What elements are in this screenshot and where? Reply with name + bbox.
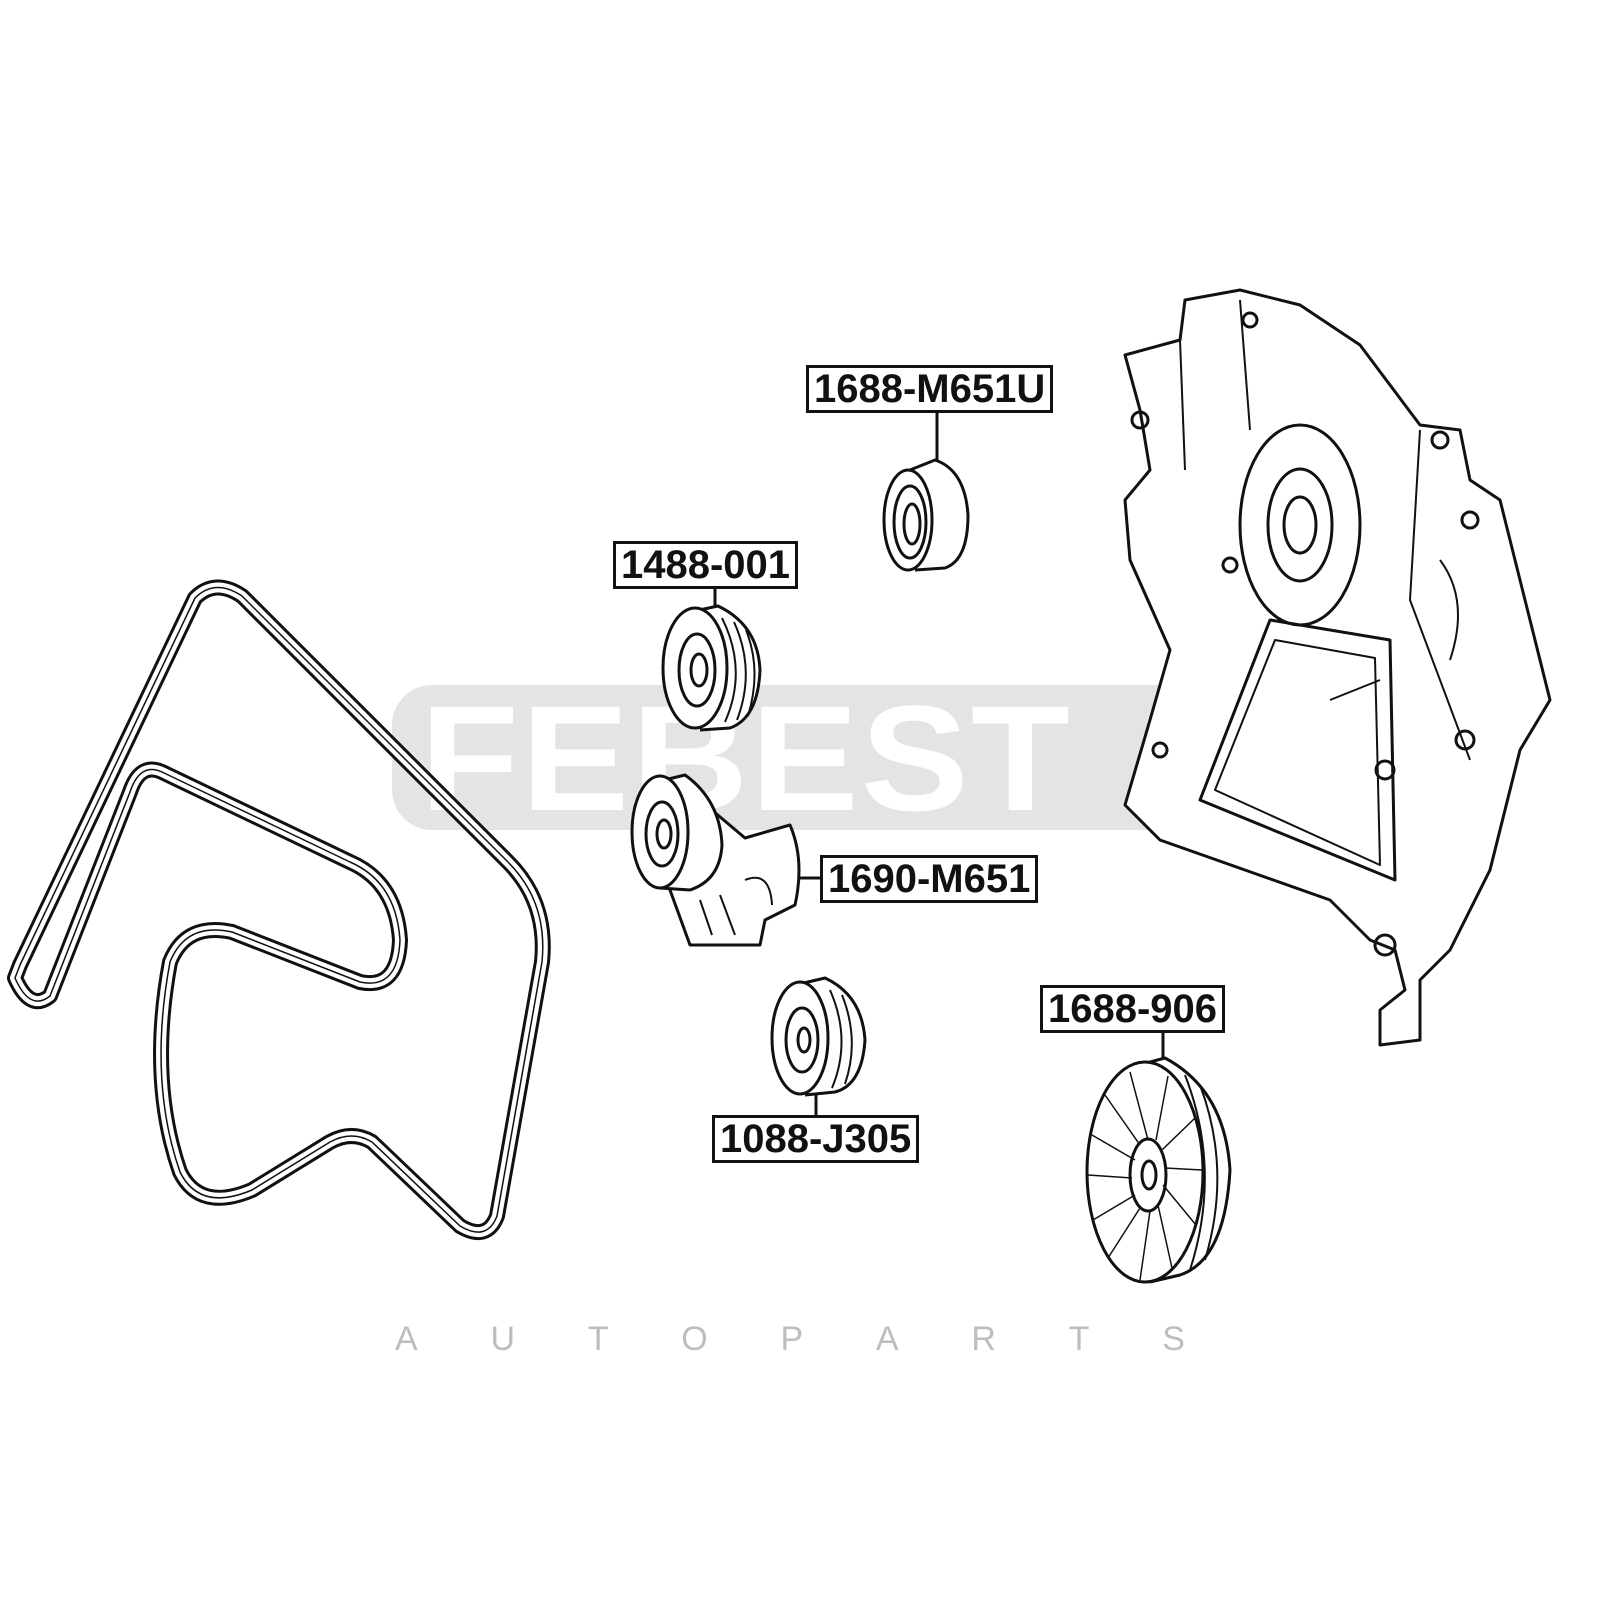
watermark-letter: A (395, 1320, 418, 1358)
watermark-subtitle: A U T O P A R T S (395, 1320, 1185, 1359)
part-label-idler-pulley-upper[interactable]: 1488-001 (613, 541, 799, 589)
idler-bearing-drawing (882, 458, 970, 572)
drive-belt (7, 579, 551, 1241)
watermark-letter: A (875, 1320, 899, 1358)
part-label-idler-pulley-large[interactable]: 1688-906 (1040, 985, 1226, 1033)
watermark-letter: P (780, 1320, 804, 1358)
part-label-belt-tensioner[interactable]: 1690-M651 (820, 855, 1039, 903)
part-label-idler-bearing[interactable]: 1688-M651U (806, 365, 1054, 413)
watermark-letter: S (1162, 1320, 1185, 1358)
watermark-letter: R (971, 1320, 996, 1358)
belt-tensioner-drawing (630, 773, 801, 947)
watermark-background (392, 685, 1162, 830)
idler-pulley-large-drawing (1085, 1056, 1232, 1284)
idler-pulley-upper-drawing (661, 604, 762, 732)
watermark-letter: T (1068, 1320, 1090, 1358)
watermark-letter: O (681, 1320, 708, 1358)
watermark-letter: U (490, 1320, 515, 1358)
engine-front-cover-drawing (1123, 288, 1552, 1047)
leader-lines (713, 410, 1165, 1116)
idler-pulley-lower-drawing (770, 976, 867, 1097)
part-label-idler-pulley-lower[interactable]: 1088-J305 (712, 1115, 920, 1163)
watermark-letter: T (587, 1320, 609, 1358)
